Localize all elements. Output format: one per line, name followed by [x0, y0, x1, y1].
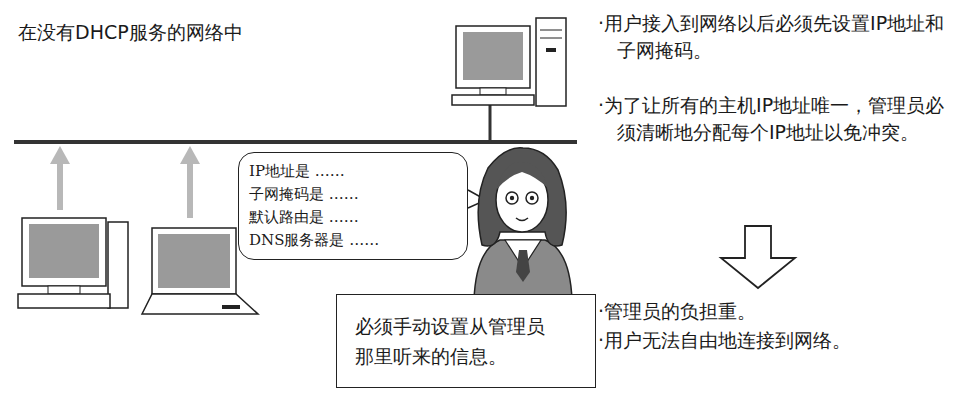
desktop-computer — [22, 218, 106, 286]
administrator-figure — [474, 240, 572, 300]
laptop-computer — [152, 228, 236, 294]
laptop-computer — [142, 294, 258, 314]
desktop-computer — [540, 38, 562, 39]
desktop-computer — [463, 32, 523, 80]
connect-arrow — [50, 146, 70, 164]
administrator-figure — [510, 196, 514, 200]
connect-arrow — [50, 146, 200, 218]
desktop-computer — [18, 218, 128, 308]
node-text: 默认路由是 …… — [249, 206, 457, 229]
network-bus — [14, 140, 577, 144]
result-arrow — [721, 226, 795, 288]
desktop-computer — [540, 30, 562, 31]
connect-arrow — [57, 162, 63, 210]
node-text: IP地址是 …… — [249, 160, 457, 183]
desktop-computer — [536, 18, 566, 106]
network-bus — [14, 104, 577, 142]
desktop-computer — [48, 286, 80, 294]
desktop-computer — [452, 18, 566, 106]
administrator-figure — [516, 250, 530, 282]
network-bus — [489, 104, 492, 142]
node-text: 子网掩码是 …… — [249, 183, 457, 206]
desktop-computer — [452, 95, 534, 105]
note-text: ·用户无法自由地连接到网络。 — [598, 327, 948, 354]
administrator-figure — [474, 148, 572, 300]
desktop-computer — [29, 224, 99, 278]
administrator-figure — [516, 218, 528, 221]
desktop-computer — [456, 26, 530, 88]
node-text: DNS服务器是 …… — [249, 229, 457, 252]
administrator-figure — [530, 196, 534, 200]
diagram-title: 在没有DHCP服务的网络中 — [18, 20, 243, 46]
result-arrow — [721, 226, 795, 288]
administrator-figure — [506, 192, 518, 204]
desktop-computer — [546, 48, 556, 52]
speech-bubble: IP地址是 ……子网掩码是 ……默认路由是 ……DNS服务器是 …… — [238, 152, 468, 260]
desktop-computer — [480, 88, 506, 95]
note-box: 必须手动设置从管理员那里听来的信息。 — [336, 294, 596, 388]
administrator-figure — [496, 162, 548, 190]
connect-arrow — [180, 146, 200, 164]
note-text: ·管理员的负担重。 — [598, 298, 948, 325]
administrator-figure — [526, 192, 538, 204]
desktop-computer — [108, 222, 128, 308]
administrator-figure — [478, 148, 566, 246]
note-text: ·用户接入到网络以后必须先设置IP地址和子网掩码。 — [598, 10, 948, 64]
laptop-computer — [222, 305, 240, 309]
note-text: ·为了让所有的主机IP地址唯一，管理员必须清晰地分配每个IP地址以免冲突。 — [598, 92, 948, 146]
desktop-computer — [18, 294, 110, 308]
node-text: 必须手动设置从管理员那里听来的信息。 — [355, 311, 553, 371]
laptop-computer — [158, 234, 230, 288]
connect-arrow — [187, 162, 193, 218]
